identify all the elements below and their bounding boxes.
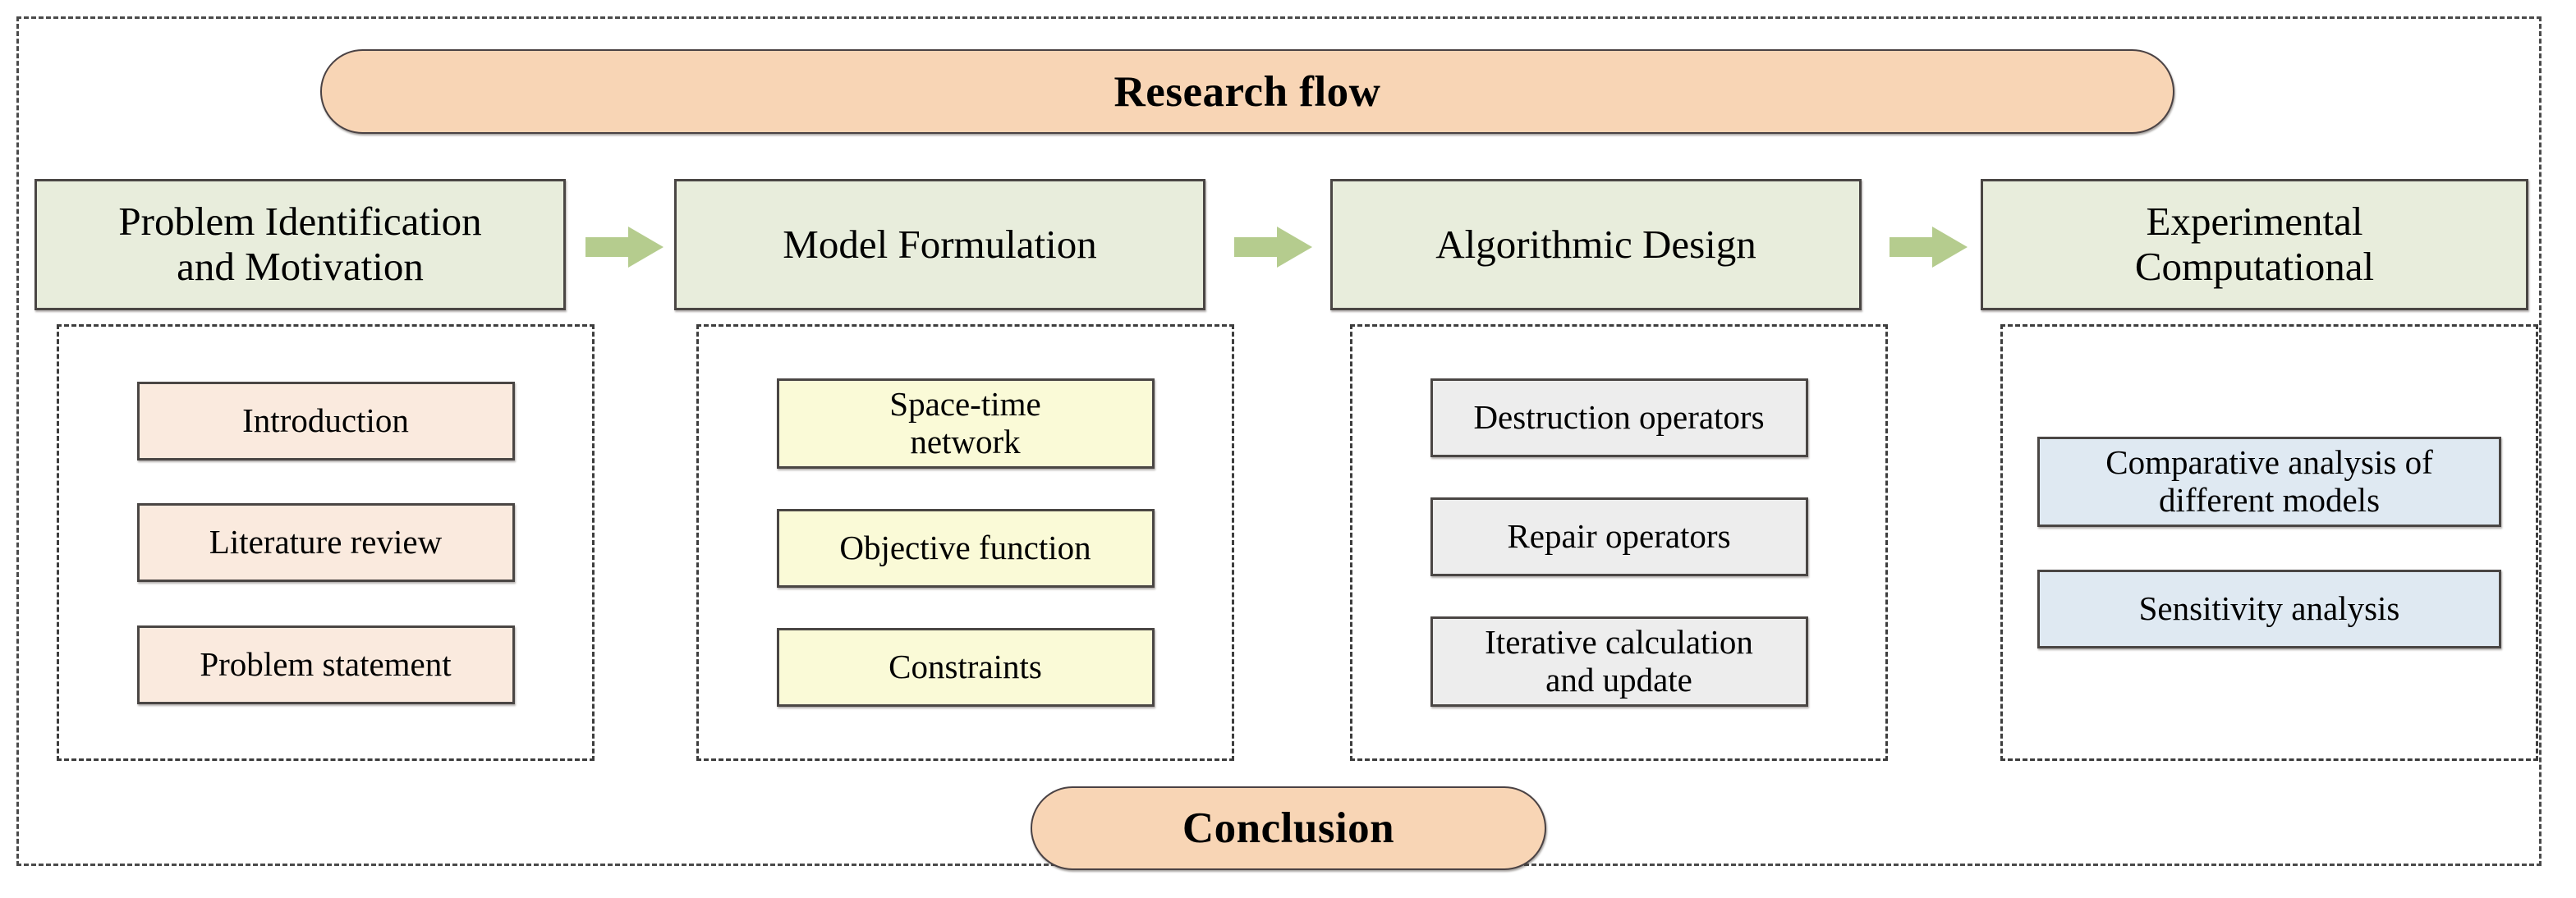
stage-label: Experimental Computational (2134, 199, 2375, 289)
sub-item-label: Problem statement (200, 644, 452, 683)
subgroup-items: Introduction Literature review Problem s… (59, 327, 592, 758)
research-flow-title-label: Research flow (1114, 67, 1381, 116)
subgroup-experimental-computational: Comparative analysis of different models… (2000, 324, 2538, 761)
sub-item-label: Space-time network (889, 385, 1041, 460)
subgroup-problem-identification: Introduction Literature review Problem s… (57, 324, 595, 761)
sub-item-label: Repair operators (1507, 517, 1731, 556)
subgroup-items: Comparative analysis of different models… (2003, 327, 2536, 758)
conclusion-label: Conclusion (1182, 804, 1395, 852)
conclusion-pill: Conclusion (1031, 786, 1546, 870)
stage-box-experimental-computational[interactable]: Experimental Computational (1981, 179, 2528, 310)
subgroup-items: Destruction operators Repair operators I… (1352, 327, 1885, 758)
sub-item-label: Introduction (242, 401, 409, 439)
sub-item-space-time-network[interactable]: Space-time network (776, 378, 1155, 469)
subgroup-model-formulation: Space-time network Objective function Co… (696, 324, 1234, 761)
research-flow-title-pill: Research flow (320, 49, 2174, 134)
sub-item-literature-review[interactable]: Literature review (136, 503, 515, 582)
stage-box-algorithmic-design[interactable]: Algorithmic Design (1330, 179, 1862, 310)
sub-item-label: Destruction operators (1473, 398, 1765, 437)
sub-item-label: Objective function (839, 528, 1091, 566)
arrow-right-icon (1890, 227, 1968, 268)
stage-label: Problem Identification and Motivation (118, 199, 482, 289)
sub-item-constraints[interactable]: Constraints (776, 627, 1155, 707)
arrow-right-icon (585, 227, 664, 268)
sub-item-objective-function[interactable]: Objective function (776, 508, 1155, 588)
sub-item-iterative-calculation-and-update[interactable]: Iterative calculation and update (1430, 616, 1808, 707)
sub-item-repair-operators[interactable]: Repair operators (1430, 497, 1808, 577)
sub-item-label: Sensitivity analysis (2138, 589, 2400, 627)
stage-label: Model Formulation (783, 221, 1097, 267)
sub-item-label: Literature review (209, 523, 443, 561)
sub-item-label: Constraints (889, 648, 1042, 685)
sub-item-comparative-analysis-of-different-models[interactable]: Comparative analysis of different models (2037, 437, 2501, 527)
sub-item-destruction-operators[interactable]: Destruction operators (1430, 378, 1808, 458)
arrow-right-icon (1234, 227, 1312, 268)
sub-item-label: Comparative analysis of different models (2105, 443, 2433, 519)
subgroup-algorithmic-design: Destruction operators Repair operators I… (1350, 324, 1888, 761)
stage-box-problem-identification[interactable]: Problem Identification and Motivation (34, 179, 566, 310)
research-flow-diagram: Research flow Problem Identification and… (16, 16, 2544, 870)
sub-item-sensitivity-analysis[interactable]: Sensitivity analysis (2037, 569, 2501, 648)
stage-label: Algorithmic Design (1435, 221, 1756, 267)
sub-item-label: Iterative calculation and update (1485, 623, 1753, 699)
sub-item-problem-statement[interactable]: Problem statement (136, 625, 515, 704)
stage-box-model-formulation[interactable]: Model Formulation (674, 179, 1205, 310)
stage-row: Problem Identification and Motivation Mo… (19, 165, 2544, 321)
subgroup-items: Space-time network Objective function Co… (699, 327, 1232, 758)
sub-item-introduction[interactable]: Introduction (136, 381, 515, 460)
